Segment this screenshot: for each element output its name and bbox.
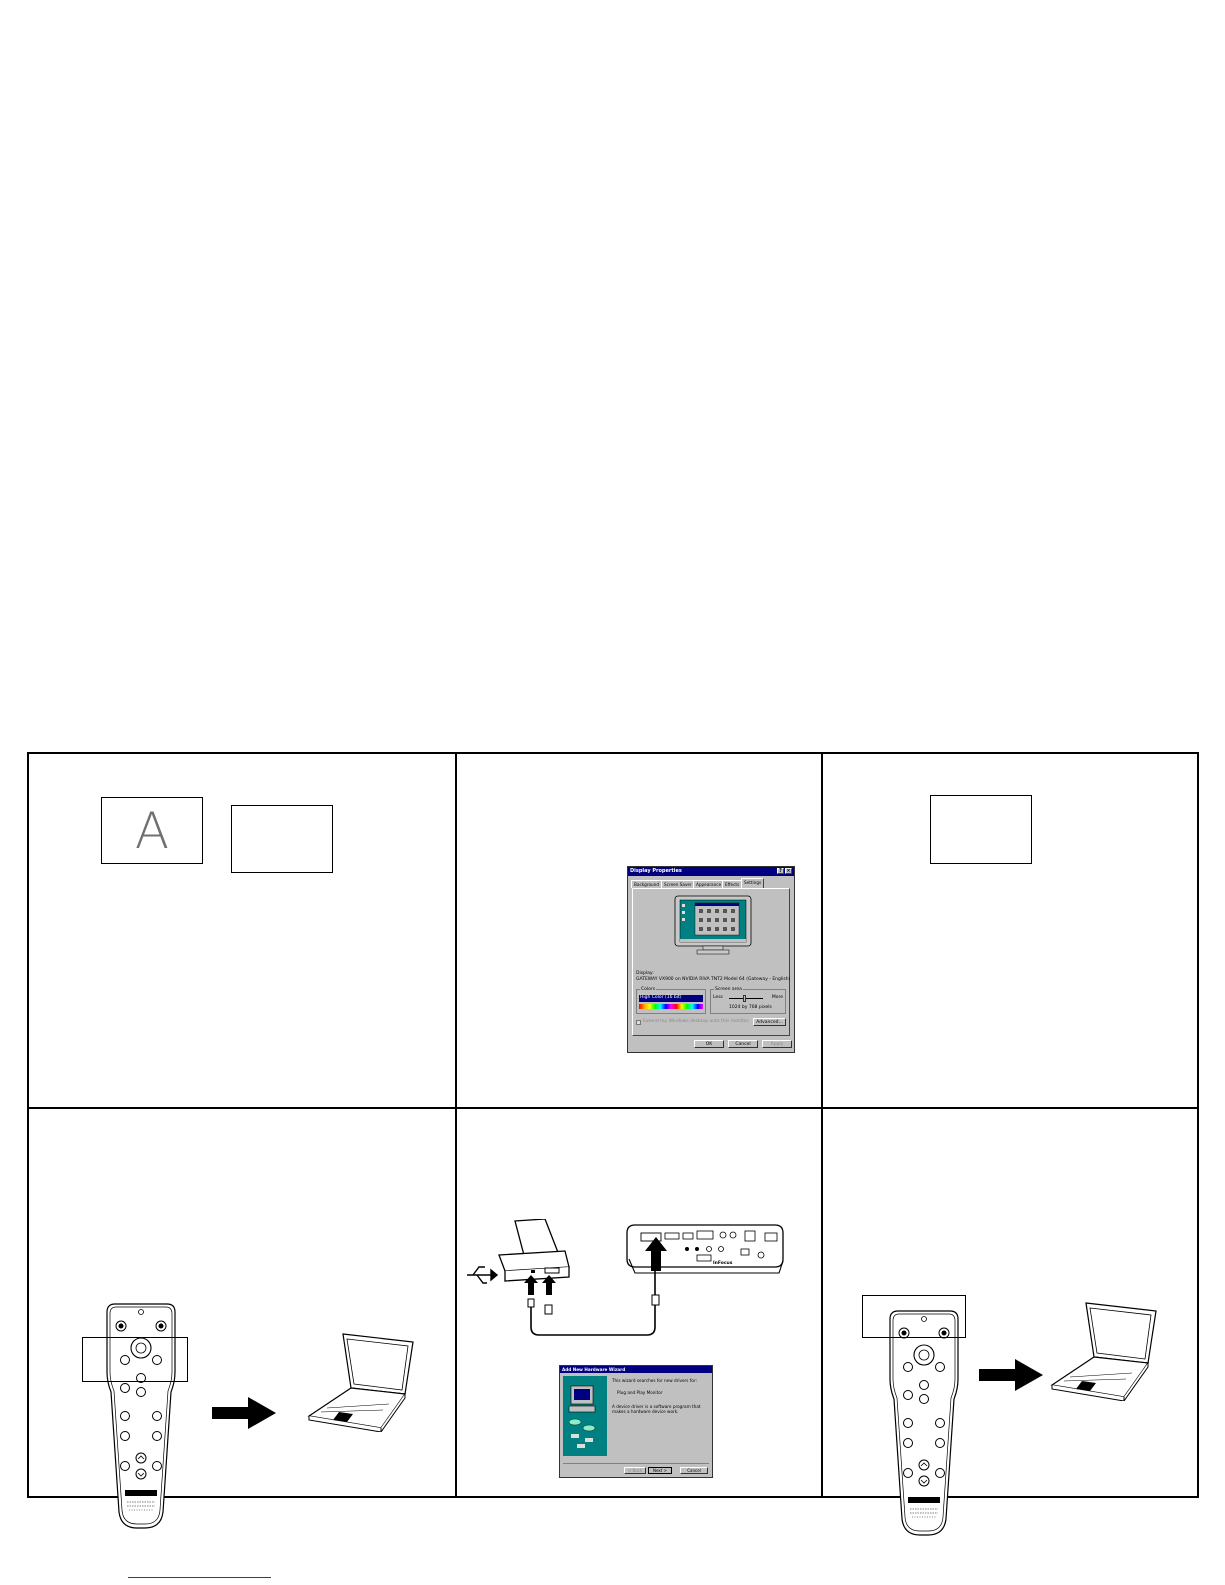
instruction-grid: A Display Properties ? × Background Scre… [27,752,1199,1498]
display-label: Display: [636,971,654,976]
wizard-separator [563,1463,709,1464]
display-value: GATEWAY VX900 on NVIDIA RIVA TNT2 Model … [636,977,791,982]
more-label: More [771,995,783,1000]
remote-highlight-box [82,1337,188,1382]
monitor-preview-icon [674,895,752,955]
wizard-line1: This wizard searches for new drivers for… [612,1378,697,1383]
add-hardware-wizard-dialog: Add New Hardware Wizard This wizard sear… [559,1365,713,1478]
advanced-button[interactable]: Advanced... [753,1018,786,1026]
projector-brand: InFocus [713,1260,733,1266]
ok-button[interactable]: OK [694,1040,724,1048]
cancel-button[interactable]: Cancel [728,1040,758,1048]
wizard-graphic-icon [563,1376,607,1456]
display-properties-dialog: Display Properties ? × Background Screen… [627,866,795,1053]
laptop-icon-2 [1048,1301,1158,1401]
projected-letter: A [134,801,170,860]
tab-effects[interactable]: Effects [722,880,743,888]
dialog-title-bar: Display Properties ? × [628,867,794,876]
cell-b2: InFocus Add New Hardware Wizard This wiz… [457,1109,821,1498]
remote-control-icon-2 [884,1309,964,1539]
wizard-title: Add New Hardware Wizard [560,1366,712,1373]
colors-group: Colors High Color (16 bit) [636,987,706,1014]
wizard-line2: A device driver is a software program th… [612,1404,701,1414]
less-label: Less [713,995,723,1000]
resolution-value: 1024 by 768 pixels [729,1005,772,1010]
footer-link-underline[interactable] [128,1577,271,1578]
color-spectrum-bar [639,1004,703,1009]
grid-divider-2 [821,754,823,1496]
cell-c1 [823,754,1199,1107]
back-button[interactable]: < Back [624,1467,646,1474]
screen-area-group: Screen area Less More 1024 by 768 pixels [710,987,786,1014]
cell-a2 [29,1109,455,1498]
usb-icon [467,1266,499,1284]
wizard-device: Plug and Play Monitor [617,1390,663,1395]
colors-dropdown[interactable]: High Color (16 bit) [639,995,703,1002]
blank-screen-box-2 [930,795,1032,864]
tab-appearance[interactable]: Appearance [693,880,725,888]
usb-connection-diagram: InFocus [467,1219,784,1336]
settings-pane: Display: GATEWAY VX900 on NVIDIA RIVA TN… [632,888,790,1036]
projected-image-box: A [101,797,203,864]
extend-desktop-checkbox[interactable] [636,1020,641,1025]
screen-area-label: Screen area [714,987,743,992]
laptop-icon [305,1332,415,1432]
grid-divider-row [29,1107,1197,1109]
wizard-cancel-button[interactable]: Cancel [680,1467,708,1474]
arrow-right-icon-2 [979,1359,1043,1391]
apply-button[interactable]: Apply [762,1040,792,1048]
next-button[interactable]: Next > [648,1467,672,1474]
grid-divider-1 [455,754,457,1496]
resolution-slider-thumb[interactable] [743,995,746,1002]
arrow-right-icon [212,1397,276,1429]
cell-c2 [823,1109,1199,1498]
remote-highlight-box-2 [862,1295,966,1338]
extend-desktop-label: Extend my Windows desktop onto this moni… [643,1019,750,1024]
resolution-slider-track[interactable] [729,998,763,999]
tab-screen-saver[interactable]: Screen Saver [661,880,695,888]
tab-settings[interactable]: Settings [741,878,765,888]
blank-screen-box [231,805,333,873]
colors-label: Colors [640,987,657,992]
dialog-title: Display Properties [630,868,682,874]
tab-background[interactable]: Background [631,880,662,888]
cell-a1: A [29,754,455,1107]
cell-b1: Display Properties ? × Background Screen… [457,754,821,1107]
help-icon[interactable]: ? [777,868,784,874]
close-icon[interactable]: × [785,868,792,874]
